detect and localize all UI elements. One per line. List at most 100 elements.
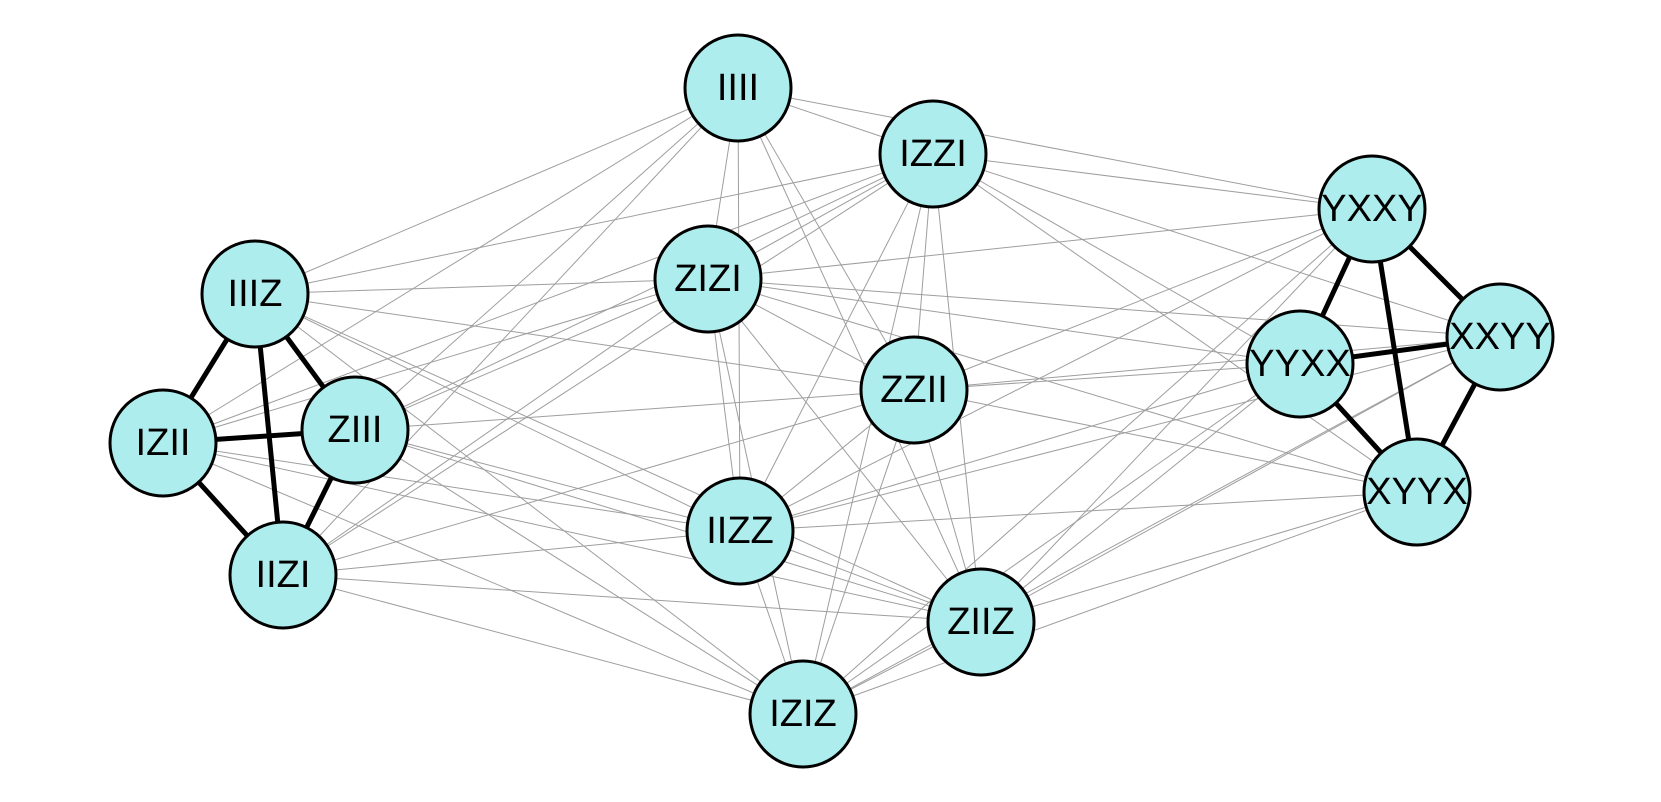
edge-xxyy-iziz bbox=[802, 336, 1501, 715]
edge-iiiz-ziiz bbox=[254, 293, 982, 623]
edge-izzi-izii bbox=[162, 153, 934, 444]
edge-yyxx-iziz bbox=[802, 363, 1301, 715]
node-zizi: ZIZI bbox=[653, 224, 763, 334]
node-circle bbox=[1362, 437, 1472, 547]
edge-ziii-iziz bbox=[354, 429, 804, 715]
edge-izzi-iizz bbox=[739, 153, 934, 532]
node-circle bbox=[1445, 282, 1555, 392]
edge-izzi-yyxx bbox=[932, 153, 1301, 365]
node-label: ZIII bbox=[328, 409, 383, 451]
node-circle bbox=[1245, 309, 1355, 419]
edge-zizi-izii bbox=[162, 278, 709, 444]
node-circle bbox=[926, 567, 1036, 677]
edge-zzii-yyxx bbox=[913, 363, 1301, 391]
node-ziiz: ZIIZ bbox=[926, 567, 1036, 677]
edge-iiiz-iziz bbox=[254, 293, 804, 715]
edge-yxxy-iizz bbox=[739, 208, 1373, 532]
node-label: ZIIZ bbox=[947, 601, 1015, 643]
edge-zizi-iizi bbox=[282, 278, 709, 576]
node-iizi: IIZI bbox=[228, 520, 338, 630]
edge-ziii-iizz bbox=[354, 429, 741, 532]
edge-iiii-iiiz bbox=[254, 87, 739, 295]
edge-yxxy-ziiz bbox=[980, 208, 1373, 623]
edge-iiii-ziii bbox=[354, 87, 739, 431]
node-label: IZII bbox=[136, 422, 191, 464]
thin-edges-layer bbox=[162, 87, 1501, 715]
nodes-layer: IIII IZZI YXXY IIIZ ZIZI XXYY ZZII YYXX IZII ZIII… bbox=[108, 33, 1555, 769]
node-circle bbox=[683, 33, 793, 143]
node-yyxx: YYXX bbox=[1245, 309, 1355, 419]
edge-xxyy-iizz bbox=[739, 336, 1501, 532]
edge-iizi-ziiz bbox=[282, 574, 982, 623]
node-xyyx: XYYX bbox=[1362, 437, 1472, 547]
edge-iiii-izii bbox=[162, 87, 739, 444]
edge-xyyx-ziiz bbox=[980, 491, 1418, 623]
node-ziii: ZIII bbox=[300, 375, 410, 485]
node-izii: IZII bbox=[108, 388, 218, 498]
node-xxyy: XXYY bbox=[1445, 282, 1555, 392]
node-izzi: IZZI bbox=[878, 99, 988, 209]
edge-yxxy-zizi bbox=[707, 208, 1373, 280]
edge-iizz-iizi bbox=[282, 530, 741, 576]
node-label: XXYY bbox=[1449, 316, 1550, 358]
edge-zizi-ziii bbox=[354, 278, 709, 431]
node-circle bbox=[748, 659, 858, 769]
edge-xxyy-zzii bbox=[913, 336, 1501, 391]
edge-izzi-iizi bbox=[282, 153, 934, 576]
node-iziz: IZIZ bbox=[748, 659, 858, 769]
edge-izzi-xyyx bbox=[932, 153, 1418, 493]
node-circle bbox=[228, 520, 338, 630]
edge-izzi-yxxy bbox=[932, 153, 1373, 210]
edge-zzii-xyyx bbox=[913, 389, 1418, 493]
node-iizz: IIZZ bbox=[685, 476, 795, 586]
node-label: IIIZ bbox=[228, 273, 283, 315]
edge-xyyx-iizz bbox=[739, 491, 1418, 532]
node-circle bbox=[859, 335, 969, 445]
edge-izzi-iiiz bbox=[254, 153, 934, 295]
edge-iizi-iziz bbox=[282, 574, 804, 715]
edge-iiiz-zzii bbox=[254, 293, 915, 391]
edge-zizi-xxyy bbox=[707, 278, 1501, 338]
edge-zzii-iizi bbox=[282, 389, 915, 576]
node-label: IZZI bbox=[899, 133, 967, 175]
edge-zizi-ziiz bbox=[707, 278, 982, 623]
node-circle bbox=[653, 224, 763, 334]
node-iiiz: IIIZ bbox=[200, 239, 310, 349]
node-zzii: ZZII bbox=[859, 335, 969, 445]
node-label: IIII bbox=[717, 67, 759, 109]
edge-izii-iizz bbox=[162, 442, 741, 532]
node-iiii: IIII bbox=[683, 33, 793, 143]
node-label: IIZI bbox=[256, 554, 311, 596]
edge-izii-iziz bbox=[162, 442, 804, 715]
edge-yyxx-ziiz bbox=[980, 363, 1301, 623]
edge-zizi-yyxx bbox=[707, 278, 1301, 365]
edge-zzii-iziz bbox=[802, 389, 915, 715]
node-circle bbox=[108, 388, 218, 498]
node-label: YXXY bbox=[1321, 188, 1422, 230]
edge-zizi-xyyx bbox=[707, 278, 1418, 493]
node-circle bbox=[878, 99, 988, 209]
node-circle bbox=[685, 476, 795, 586]
edge-yxxy-zzii bbox=[913, 208, 1373, 391]
edge-izii-ziiz bbox=[162, 442, 982, 623]
node-label: ZIZI bbox=[674, 258, 742, 300]
edge-yyxx-iizz bbox=[739, 363, 1301, 532]
edge-yxxy-iziz bbox=[802, 208, 1373, 715]
edge-iiiz-iizz bbox=[254, 293, 741, 532]
edge-izzi-xxyy bbox=[932, 153, 1501, 338]
node-circle bbox=[300, 375, 410, 485]
edge-izzi-ziii bbox=[354, 153, 934, 431]
edge-iiii-zzii bbox=[737, 87, 915, 391]
node-circle bbox=[1317, 154, 1427, 264]
node-label: YYXX bbox=[1249, 343, 1350, 385]
edge-iiiz-zizi bbox=[254, 278, 709, 295]
node-label: IIZZ bbox=[706, 510, 774, 552]
node-label: XYYX bbox=[1366, 471, 1467, 513]
edge-iiii-ziiz bbox=[737, 87, 982, 623]
edge-ziii-ziiz bbox=[354, 429, 982, 623]
node-circle bbox=[200, 239, 310, 349]
edge-iiii-yxxy bbox=[737, 87, 1373, 210]
edge-xxyy-ziiz bbox=[980, 336, 1501, 623]
edge-xyyx-iziz bbox=[802, 491, 1418, 715]
